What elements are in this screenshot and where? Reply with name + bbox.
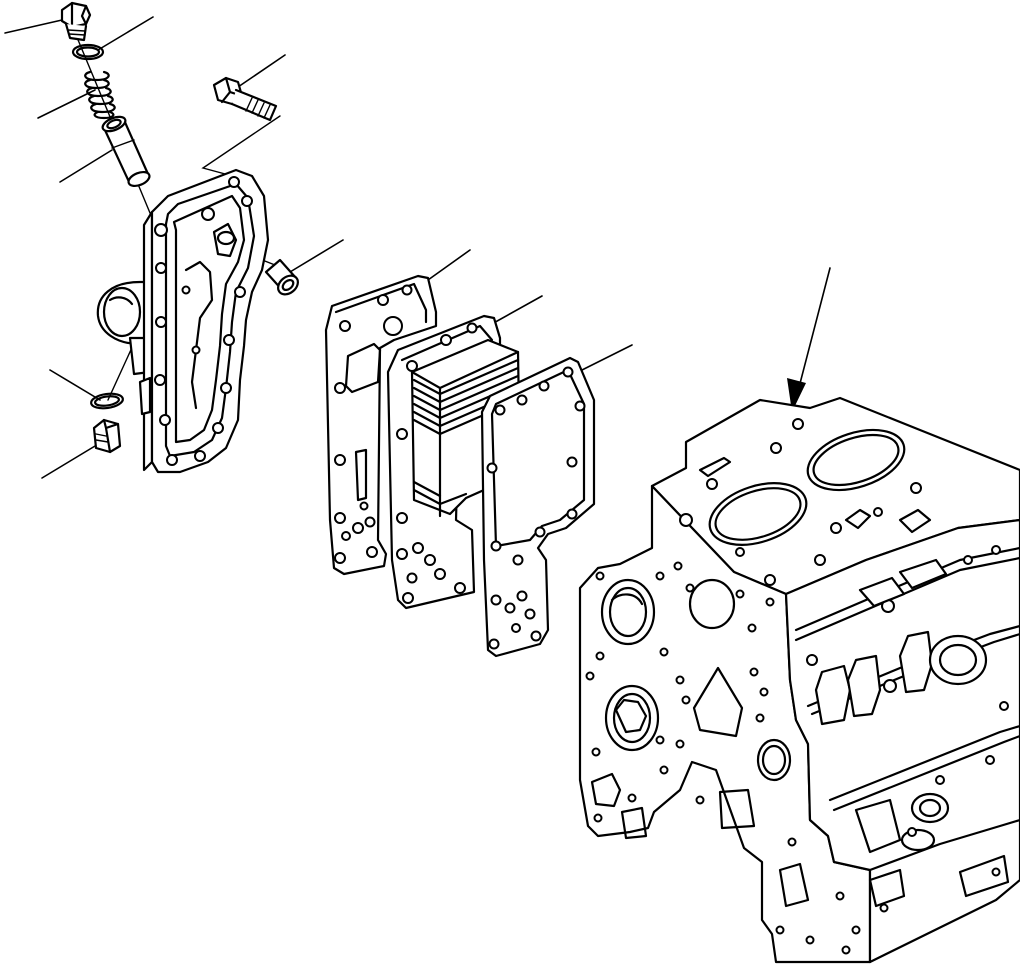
- cover-icon: [96, 168, 270, 474]
- engine-block-icon: [578, 396, 1020, 964]
- assembly-axis-bolt: [201, 115, 281, 179]
- leader-cooler: [489, 295, 543, 326]
- leader-gasket-outer: [427, 249, 471, 281]
- leader-spring: [37, 89, 96, 119]
- plug-lower-icon: [92, 418, 122, 454]
- leader-nipple: [289, 239, 344, 273]
- o-ring-lower-icon: [90, 392, 124, 410]
- plug-icon: [60, 1, 92, 42]
- o-ring-icon: [71, 43, 105, 61]
- leader-plug: [4, 19, 63, 34]
- gasket-inner-icon: [480, 356, 596, 658]
- leader-o-ring-lower: [49, 369, 101, 401]
- leader-plug-lower: [41, 442, 101, 479]
- bolt-icon: [212, 76, 278, 122]
- leader-valve: [59, 149, 113, 183]
- leader-o-ring-upper: [97, 16, 154, 51]
- leader-bolt: [237, 54, 286, 88]
- leader-gasket-inner: [581, 344, 633, 371]
- nipple-icon: [264, 258, 299, 296]
- direction-arrow-icon: [787, 267, 831, 412]
- spring-icon: [84, 70, 116, 120]
- valve-icon: [101, 115, 151, 188]
- gasket-outer-icon: [324, 274, 438, 576]
